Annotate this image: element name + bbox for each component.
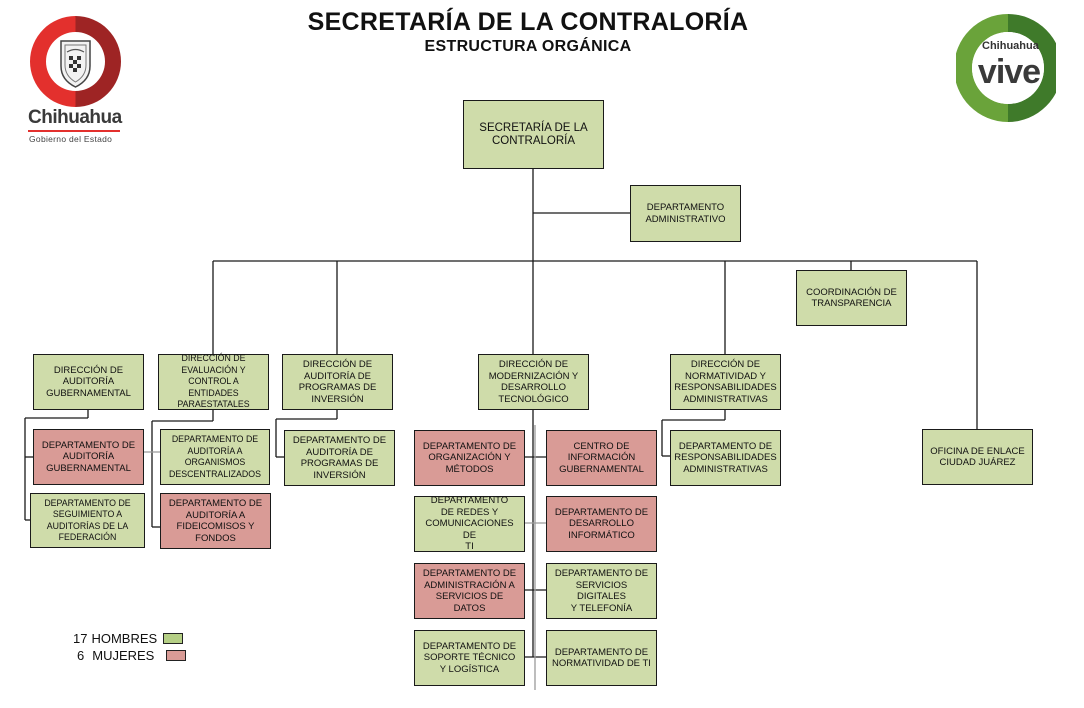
node-dep-programas-inversion[interactable]: DEPARTAMENTO DE AUDITORÍA DE PROGRAMAS D… — [284, 430, 395, 486]
logo-small-text: Chihuahua — [982, 40, 1039, 52]
chihuahua-vive-logo: Chihuahua vive — [954, 14, 1062, 124]
page-subtitle: ESTRUCTURA ORGÁNICA — [424, 38, 632, 55]
node-dir-programas-inversion[interactable]: DIRECCIÓN DE AUDITORÍA DE PROGRAMAS DE I… — [282, 354, 393, 410]
node-dep-desarrollo[interactable]: DEPARTAMENTO DE DESARROLLO INFORMÁTICO — [546, 496, 657, 552]
legend-hombres: 17 HOMBRES — [73, 631, 184, 646]
page-title: SECRETARÍA DE LA CONTRALORÍA — [307, 8, 749, 36]
node-dep-organismos[interactable]: DEPARTAMENTO DE AUDITORÍA A ORGANISMOS D… — [160, 429, 270, 485]
legend-mujeres-label: MUJERES — [92, 648, 155, 663]
node-dep-organizacion[interactable]: DEPARTAMENTO DE ORGANIZACIÓN Y MÉTODOS — [414, 430, 525, 486]
logo-tagline: Gobierno del Estado — [29, 134, 113, 144]
node-dep-servicios-digitales[interactable]: DEPARTAMENTO DE SERVICIOS DIGITALES Y TE… — [546, 563, 657, 619]
logo-name: Chihuahua — [28, 107, 122, 128]
chihuahua-gobierno-logo: Chihuahua Gobierno del Estado — [28, 14, 123, 144]
node-dep-soporte[interactable]: DEPARTAMENTO DE SOPORTE TÉCNICO Y LOGÍST… — [414, 630, 525, 686]
node-coord-transparencia[interactable]: COORDINACIÓN DE TRANSPARENCIA — [796, 270, 907, 326]
legend-mujeres-count: 6 — [77, 648, 85, 663]
logo-big-text: vive — [977, 53, 1041, 91]
node-dep-redes[interactable]: DEPARTAMENTO DE REDES Y COMUNICACIONES D… — [414, 495, 525, 552]
node-dep-auditoria-gubernamental[interactable]: DEPARTAMENTO DE AUDITORÍA GUBERNAMENTAL — [33, 429, 144, 485]
node-dir-auditoria-gubernamental[interactable]: DIRECCIÓN DE AUDITORÍA GUBERNAMENTAL — [33, 354, 144, 410]
node-dir-evaluacion-control[interactable]: DIRECCIÓN DE EVALUACIÓN Y CONTROL A ENTI… — [158, 353, 269, 410]
node-depto-administrativo[interactable]: DEPARTAMENTO ADMINISTRATIVO — [630, 185, 741, 242]
node-dir-normatividad[interactable]: DIRECCIÓN DE NORMATIVIDAD Y RESPONSABILI… — [670, 354, 781, 410]
legend-hombres-swatch — [163, 633, 184, 644]
vive-ring-icon — [954, 14, 1062, 122]
legend-hombres-label: HOMBRES — [91, 631, 158, 646]
node-dep-admin-datos[interactable]: DEPARTAMENTO DE ADMINISTRACIÓN A SERVICI… — [414, 563, 525, 619]
node-centro-informacion[interactable]: CENTRO DE INFORMACIÓN GUBERNAMENTAL — [546, 430, 657, 486]
node-oficina-juarez[interactable]: OFICINA DE ENLACE CIUDAD JUÁREZ — [922, 429, 1033, 485]
legend-mujeres-swatch — [166, 650, 187, 661]
node-dep-fideicomisos[interactable]: DEPARTAMENTO DE AUDITORÍA A FIDEICOMISOS… — [160, 493, 271, 549]
node-dep-responsabilidades[interactable]: DEPARTAMENTO DE RESPONSABILIDADES ADMINI… — [670, 430, 781, 486]
legend-mujeres: 6 MUJERES — [77, 648, 187, 663]
node-dep-seguimiento[interactable]: DEPARTAMENTO DE SEGUIMIENTO A AUDITORÍAS… — [30, 493, 145, 548]
logo-underline — [28, 130, 120, 132]
seal-ring-icon — [30, 16, 121, 107]
legend-hombres-count: 17 — [73, 631, 88, 646]
node-dep-normatividad-ti[interactable]: DEPARTAMENTO DE NORMATIVIDAD DE TI — [546, 630, 657, 686]
node-dir-modernizacion[interactable]: DIRECCIÓN DE MODERNIZACIÓN Y DESARROLLO … — [478, 354, 589, 410]
node-secretaria[interactable]: SECRETARÍA DE LA CONTRALORÍA — [463, 100, 604, 169]
